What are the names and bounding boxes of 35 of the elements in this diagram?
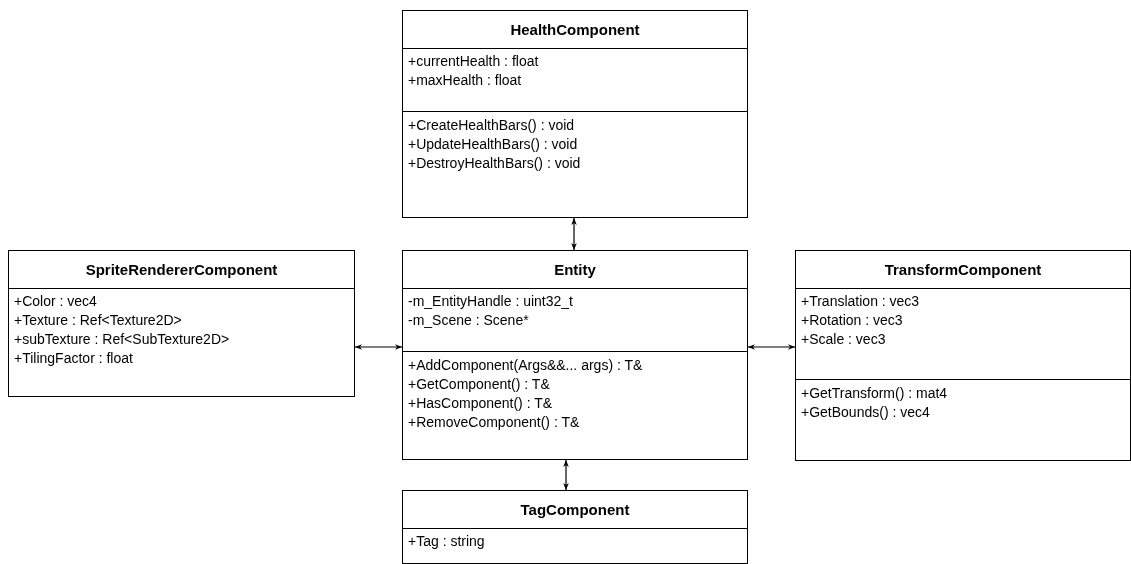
method-text: +GetBounds() : vec4 — [801, 403, 930, 422]
attribute-text: +Scale : vec3 — [801, 330, 886, 349]
class-box — [795, 250, 1131, 461]
method-text: +DestroyHealthBars() : void — [408, 154, 581, 173]
association-arrow — [354, 344, 403, 350]
attribute-text: +Tag : string — [408, 532, 485, 551]
attribute-text: +TilingFactor : float — [14, 349, 133, 368]
method-text: +HasComponent() : T& — [408, 394, 553, 413]
association-arrow — [571, 217, 577, 251]
attribute-text: +Color : vec4 — [14, 292, 97, 311]
attribute-text: +currentHealth : float — [408, 52, 539, 71]
method-text: +UpdateHealthBars() : void — [408, 135, 578, 154]
method-text: +RemoveComponent() : T& — [408, 413, 580, 432]
method-text: +GetComponent() : T& — [408, 375, 550, 394]
attribute-text: +Texture : Ref<Texture2D> — [14, 311, 182, 330]
attribute-text: +Translation : vec3 — [801, 292, 920, 311]
method-text: +AddComponent(Args&&... args) : T& — [408, 356, 643, 375]
attribute-text: +Rotation : vec3 — [801, 311, 903, 330]
class-box — [402, 250, 748, 460]
method-text: +CreateHealthBars() : void — [408, 116, 575, 135]
class-name: TagComponent — [403, 491, 747, 529]
class-box — [8, 250, 355, 397]
method-text: +GetTransform() : mat4 — [801, 384, 948, 403]
class-name: Entity — [403, 251, 747, 289]
association-arrow — [747, 344, 796, 350]
class-name: TransformComponent — [796, 251, 1130, 289]
class-box — [402, 490, 748, 564]
attribute-text: -m_EntityHandle : uint32_t — [408, 292, 573, 311]
class-name: HealthComponent — [403, 11, 747, 49]
attribute-text: -m_Scene : Scene* — [408, 311, 529, 330]
class-name: SpriteRendererComponent — [9, 251, 354, 289]
attribute-text: +subTexture : Ref<SubTexture2D> — [14, 330, 230, 349]
association-arrow — [563, 459, 569, 491]
attribute-text: +maxHealth : float — [408, 71, 522, 90]
class-box — [402, 10, 748, 218]
